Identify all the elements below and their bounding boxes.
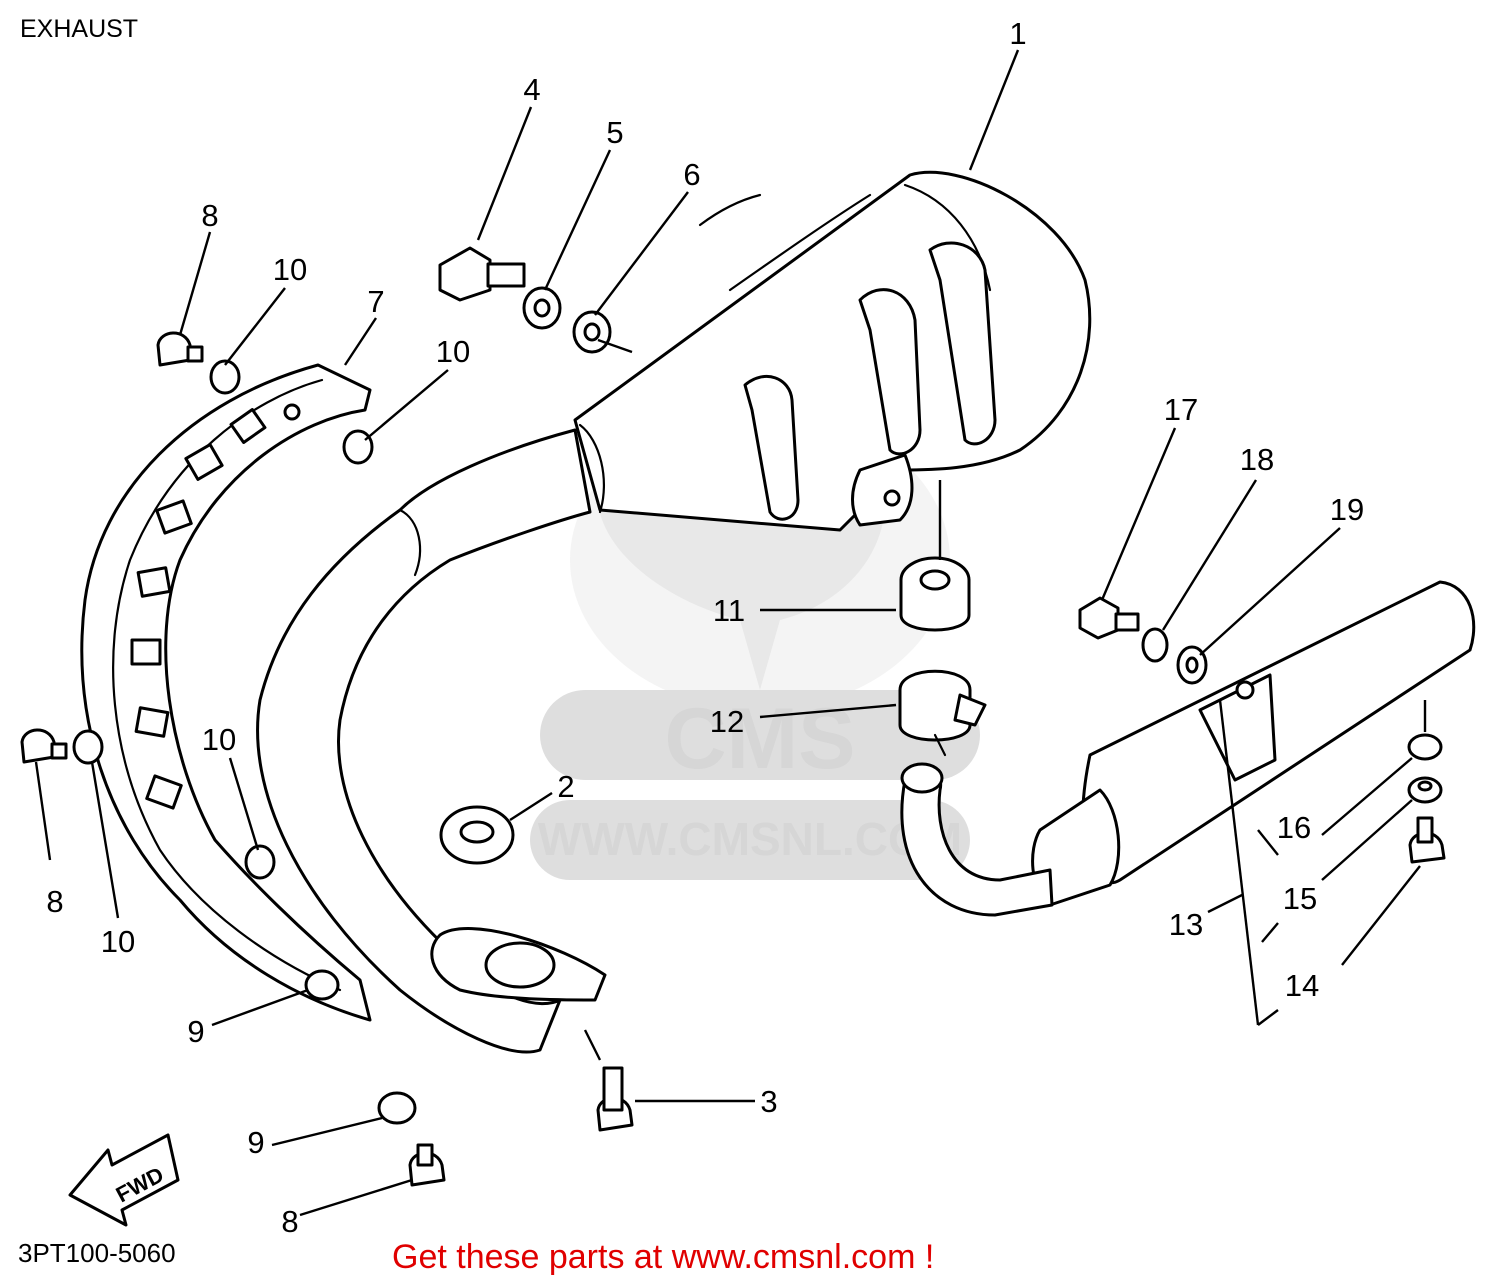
callout-10-left: 10 (101, 924, 135, 959)
callout-18: 18 (1240, 442, 1274, 477)
callout-8-bottom: 8 (281, 1204, 298, 1239)
rear-silencer-part (900, 580, 1476, 917)
callout-2: 2 (557, 769, 574, 804)
callout-17: 17 (1164, 392, 1198, 427)
callout-10-shield: 10 (436, 334, 470, 369)
leader-lines (34, 49, 1427, 1217)
forward-direction-arrow: FWD (68, 1133, 180, 1227)
callout-5: 5 (606, 115, 623, 150)
callout-6: 6 (683, 157, 700, 192)
callout-10-top: 10 (273, 252, 307, 287)
callout-16: 16 (1277, 810, 1311, 845)
callout-14: 14 (1285, 968, 1319, 1003)
callout-11: 11 (713, 593, 745, 628)
callout-15: 15 (1283, 881, 1317, 916)
callout-13: 13 (1169, 907, 1203, 942)
heat-shield-part (80, 363, 372, 1022)
hardware-parts (20, 246, 1446, 1187)
muffler-assembly-part (256, 170, 1092, 1054)
callout-9-upper: 9 (187, 1014, 204, 1049)
callout-12: 12 (710, 704, 744, 739)
diagram-code: 3PT100-5060 (18, 1238, 176, 1268)
promo-link[interactable]: Get these parts at www.cmsnl.com ! (392, 1238, 934, 1276)
watermark-logo-text: CMS (664, 691, 855, 787)
callout-19: 19 (1330, 492, 1364, 527)
callout-3: 3 (760, 1084, 777, 1119)
callout-7: 7 (367, 284, 384, 319)
callout-8-top: 8 (201, 198, 218, 233)
callout-9-lower: 9 (247, 1125, 264, 1160)
callout-labels: 1 2 3 4 5 6 7 8 8 8 9 9 10 10 10 10 11 1… (46, 16, 1364, 1239)
page-title: EXHAUST (20, 15, 138, 43)
watermark-url-text: WWW.CMSNL.COM (538, 813, 962, 865)
callout-8-left: 8 (46, 884, 63, 919)
callout-1: 1 (1009, 16, 1026, 51)
callout-10-mid: 10 (202, 722, 236, 757)
callout-4: 4 (523, 72, 540, 107)
